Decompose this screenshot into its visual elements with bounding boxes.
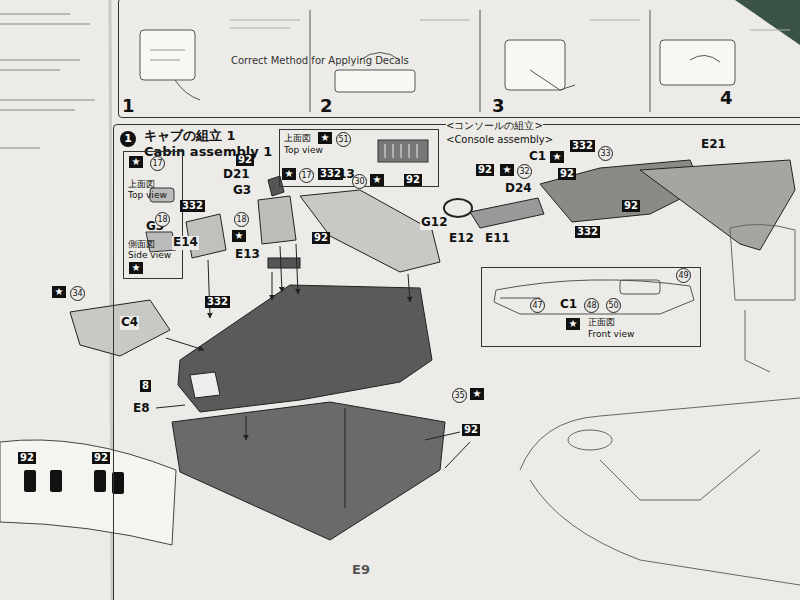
decal-number: 17 [150, 156, 165, 171]
decal-number: 30 [352, 174, 367, 189]
decal-number: 47 [530, 298, 545, 313]
part-label: E14 [172, 236, 199, 250]
view-caption: Front view [588, 330, 634, 340]
callout-number: 92 [92, 452, 110, 464]
decal-number: 50 [606, 298, 621, 313]
star-mark: ★ [550, 151, 564, 163]
part-label: C1 [528, 150, 547, 164]
part-label: E11 [484, 232, 511, 246]
cutting-mat [735, 0, 800, 45]
star-mark: ★ [129, 262, 143, 274]
part-label: C1 [560, 298, 577, 311]
decal-number: 51 [336, 132, 351, 147]
facing-page-text [0, 14, 95, 148]
callout-number: 92 [236, 154, 254, 166]
star-mark: ★ [318, 132, 332, 144]
decal-number: 33 [598, 146, 613, 161]
callout-number: 332 [180, 200, 205, 212]
decal-number: 34 [70, 286, 85, 301]
step-number: 1 [122, 96, 135, 117]
part-label: E12 [448, 232, 475, 246]
step-number: 4 [720, 88, 733, 109]
part-label: G12 [420, 216, 449, 230]
part-label: E13 [234, 248, 261, 262]
console-parts [444, 160, 795, 250]
view-caption: Correct Method for Applying Decals [231, 55, 409, 66]
star-mark: ★ [232, 230, 246, 242]
decal-number: 32 [517, 164, 532, 179]
star-mark: ★ [282, 168, 296, 180]
view-caption: Top view [128, 191, 167, 201]
assembly-arrows [156, 244, 470, 508]
decal-number: 48 [584, 298, 599, 313]
callout-number: 92 [312, 232, 330, 244]
part-label: D24 [504, 182, 533, 196]
callout-number: 92 [622, 200, 640, 212]
callout-number: 8 [140, 380, 151, 392]
part-label: E21 [700, 138, 727, 152]
view-caption: 側面図 [128, 240, 155, 250]
star-mark: ★ [566, 318, 580, 330]
instruction-panel: Correct Method for Applying Decals [118, 0, 800, 118]
callout-number: 332 [318, 168, 343, 180]
pedal-inset [0, 440, 176, 545]
part-label: C4 [120, 316, 139, 330]
callout-number: 92 [404, 174, 422, 186]
decal-number: 17 [299, 168, 314, 183]
view-caption: 上面図 [284, 134, 311, 144]
cab-preview [520, 224, 800, 585]
callout-number: 332 [575, 226, 600, 238]
star-mark: ★ [500, 164, 514, 176]
star-mark: ★ [470, 388, 484, 400]
star-mark: ★ [129, 156, 143, 168]
part-label: E9 [352, 563, 370, 578]
callout-number: 332 [570, 140, 595, 152]
callout-number: 92 [558, 168, 576, 180]
part-label: D21 [222, 168, 251, 182]
part-label: G3 [232, 184, 252, 198]
decal-number: 49 [676, 268, 691, 283]
e13-top-view [378, 140, 428, 162]
star-mark: ★ [370, 174, 384, 186]
step-badge: 1 [120, 131, 136, 147]
part-label: E8 [132, 402, 151, 416]
front-view-panel [494, 280, 694, 314]
decal-number: 35 [452, 388, 467, 403]
callout-number: 92 [18, 452, 36, 464]
callout-number: 332 [205, 296, 230, 308]
star-mark: ★ [52, 286, 66, 298]
view-caption: Top view [284, 146, 323, 156]
instruction-panel: キャブの組立 1Cabin assembly 1上面図Top viewG3側面図… [113, 124, 800, 600]
view-caption: 正面図 [588, 318, 615, 328]
callout-number: 92 [476, 164, 494, 176]
step-number: 3 [492, 96, 505, 117]
decal-steps [140, 10, 790, 112]
view-caption: キャブの組立 1 [144, 129, 236, 143]
decal-number: 18 [155, 212, 170, 227]
callout-number: 92 [462, 424, 480, 436]
view-inset: 上面図Top viewG3側面図Side view [123, 151, 183, 279]
section-title: <Console assembly> [446, 134, 553, 146]
view-caption: Side view [128, 251, 171, 261]
step-number: 2 [320, 96, 333, 117]
section-title: <コンソールの組立> [446, 120, 543, 132]
decal-number: 18 [234, 212, 249, 227]
view-caption: 上面図 [128, 180, 155, 190]
